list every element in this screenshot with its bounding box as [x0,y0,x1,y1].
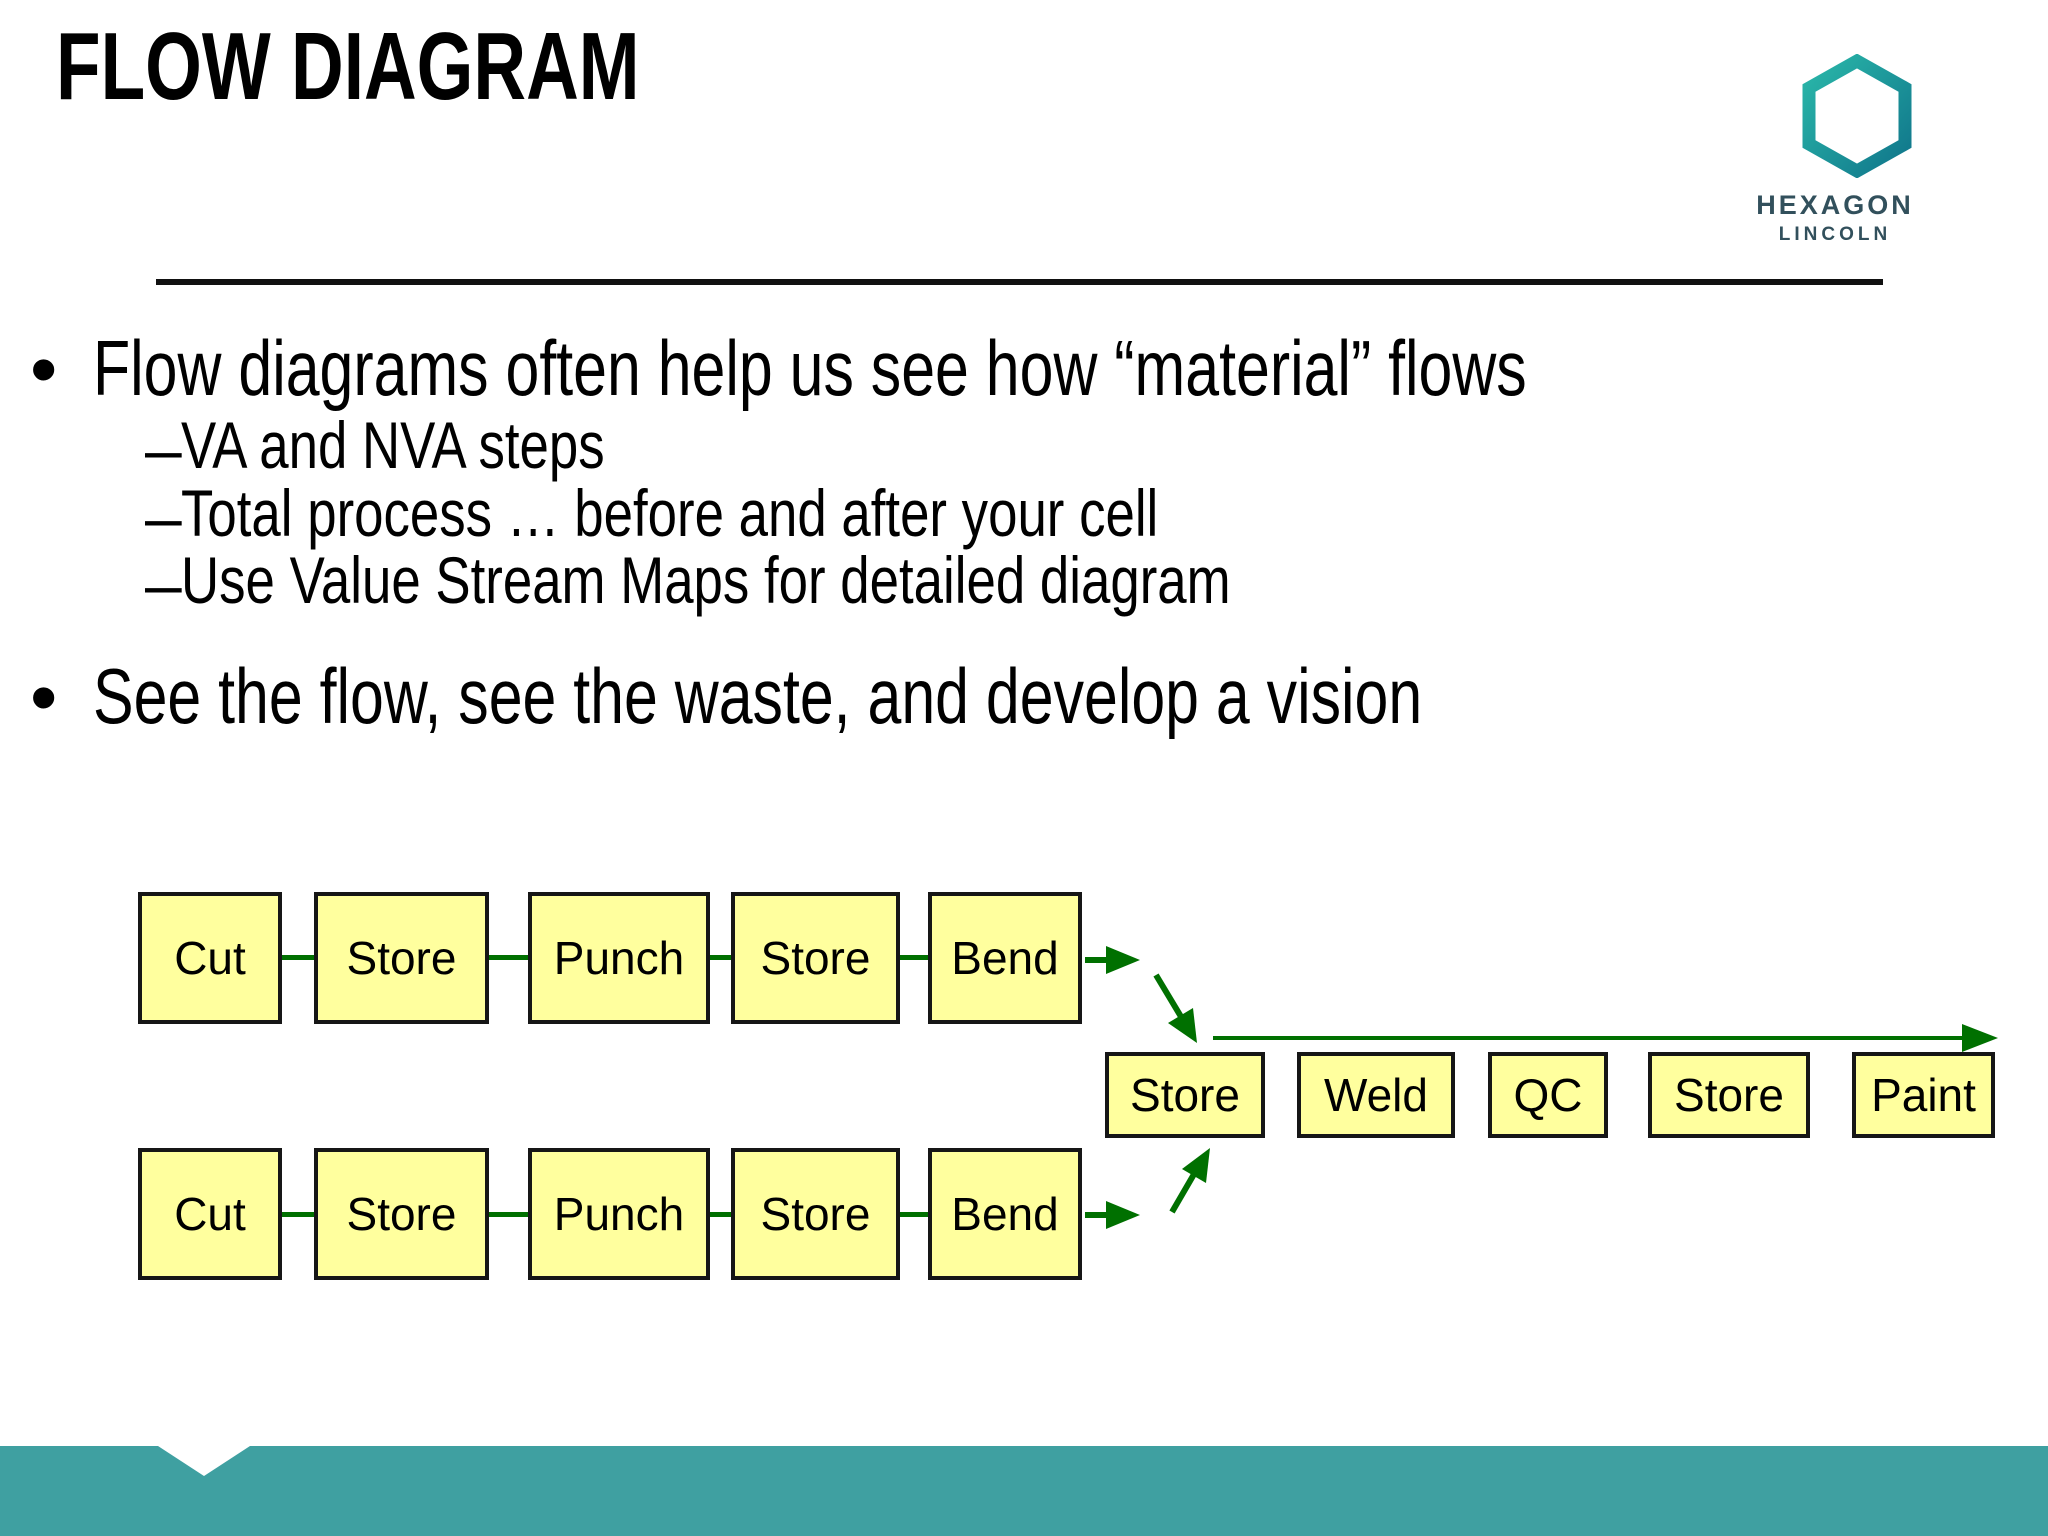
sub-bullet-2-text: Total process … before and after your ce… [181,476,1159,550]
connector-line [900,1212,928,1217]
flow-box-qc: QC [1488,1052,1608,1138]
flow-box-paint: Paint [1852,1052,1995,1138]
logo-division-text: LINCOLN [1778,224,1892,245]
flow-box-bend: Bend [928,1148,1082,1280]
title-separator-rule [156,279,1883,285]
connector-line [489,955,528,960]
arrowhead-lower-bend-out [1106,1201,1140,1229]
bullet-2-text: See the flow, see the waste, and develop… [93,652,1423,740]
flow-box-cut: Cut [138,1148,282,1280]
connector-line [282,1212,314,1217]
flow-box-punch: Punch [528,1148,710,1280]
hexagon-lincoln-logo: HEXAGON LINCOLN [1750,50,1920,260]
flow-box-store: Store [314,1148,489,1280]
flow-box-punch: Punch [528,892,710,1024]
footer-notch [158,1446,250,1476]
sub-bullet-dash: – [145,412,182,486]
arrow-lower-merge [1169,1167,1200,1214]
flow-box-store: Store [314,892,489,1024]
footer-band [0,1446,2048,1536]
connector-line [710,955,731,960]
sub-bullet-1-text: VA and NVA steps [181,408,605,482]
connector-line [489,1212,528,1217]
sub-bullet-dash: – [145,480,182,554]
flow-box-cut: Cut [138,892,282,1024]
sub-bullet-3-text: Use Value Stream Maps for detailed diagr… [181,543,1231,617]
arrowhead-upper-bend-out [1106,946,1140,974]
arrow-upper-merge [1153,973,1186,1022]
flow-box-bend: Bend [928,892,1082,1024]
connector-line [900,955,928,960]
slide-title: FLOW DIAGRAM [56,13,640,120]
bullet-1-text: Flow diagrams often help us see how “mat… [93,324,1527,412]
arrowhead-upper-merge [1168,1008,1197,1043]
connector-line [710,1212,731,1217]
hexagon-icon [1802,54,1912,178]
flow-box-store: Store [731,1148,900,1280]
bullet-marker: • [30,653,58,741]
sub-bullet-dash: – [145,547,182,621]
arrowhead-lower-merge [1182,1148,1210,1183]
flow-box-weld: Weld [1297,1052,1455,1138]
bullet-marker: • [30,325,58,413]
arrowhead-main-flow [1962,1024,1998,1052]
flow-box-store: Store [731,892,900,1024]
connector-line [282,955,314,960]
flow-box-store: Store [1105,1052,1265,1138]
flow-box-store: Store [1648,1052,1810,1138]
logo-brand-text: HEXAGON [1756,190,1914,220]
